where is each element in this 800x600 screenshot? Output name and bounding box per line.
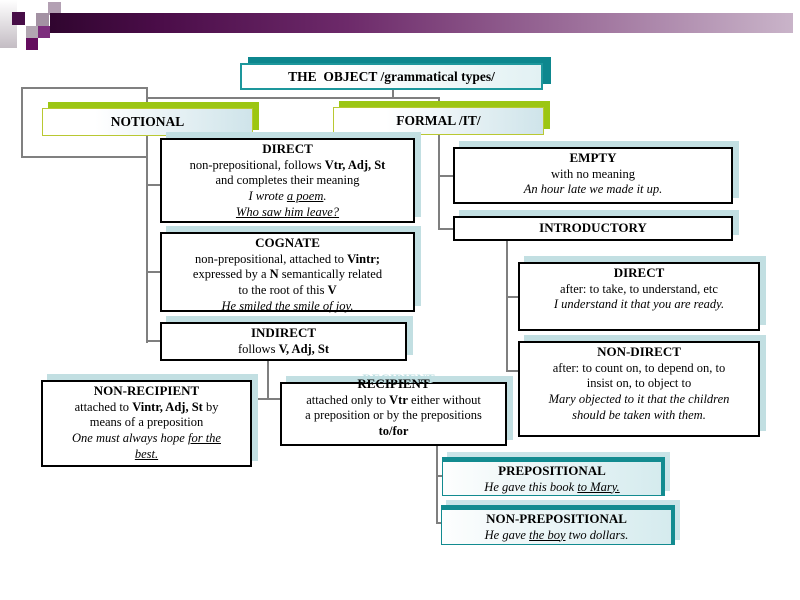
decor-square <box>36 13 49 26</box>
node-cognate-title: COGNATE <box>255 235 320 250</box>
connector-line <box>506 241 508 372</box>
node-non-recipient: NON-RECIPIENT attached to Vintr, Adj, St… <box>41 380 252 467</box>
decor-square <box>26 38 38 50</box>
node-indirect: INDIRECT follows V, Adj, St <box>160 322 407 361</box>
node-indirect-title: INDIRECT <box>250 325 316 340</box>
node-formal-it: FORMAL /IT/ <box>333 107 544 135</box>
decor-square <box>48 2 61 15</box>
connector-line <box>392 90 394 98</box>
connector-line <box>267 361 269 399</box>
connector-line <box>148 340 160 342</box>
connector-line <box>508 370 518 372</box>
connector-line <box>148 184 160 186</box>
node-notional: NOTIONAL <box>42 108 253 136</box>
node-introductory-title: INTRODUCTORY <box>539 220 647 235</box>
connector-line <box>148 271 160 273</box>
connector-line <box>146 97 440 99</box>
connector-line <box>438 99 440 108</box>
node-indirect-body: follows V, Adj, St <box>237 341 330 356</box>
node-non-recipient-title: NON-RECIPIENT <box>93 383 200 398</box>
node-direct-notional-title: DIRECT <box>262 141 313 156</box>
connector-line <box>146 99 148 343</box>
node-non-direct: NON-DIRECT after: to count on, to depend… <box>518 341 760 437</box>
decor-square <box>26 26 38 38</box>
connector-line <box>436 446 438 524</box>
node-non-prepositional: NON-PREPOSITIONAL He gave the boy two do… <box>441 505 675 545</box>
connector-line <box>508 296 518 298</box>
node-non-prepositional-body: He gave the boy two dollars. <box>484 527 629 542</box>
connector-line <box>438 135 440 230</box>
node-cognate-body: non-prepositional, attached to Vintr;exp… <box>192 251 383 314</box>
node-non-prepositional-title: NON-PREPOSITIONAL <box>486 511 627 526</box>
connector-line <box>438 475 444 477</box>
node-direct-formal: DIRECT after: to take, to understand, et… <box>518 262 760 331</box>
node-direct-notional: DIRECT non-prepositional, follows Vtr, A… <box>160 138 415 223</box>
node-cognate: COGNATE non-prepositional, attached to V… <box>160 232 415 313</box>
node-the-object-title: THE OBJECT /grammatical types/ <box>288 68 495 84</box>
node-formal-it-title: FORMAL /IT/ <box>396 113 481 129</box>
connector-line <box>440 175 453 177</box>
connector-line <box>440 228 453 230</box>
node-notional-title: NOTIONAL <box>110 114 185 130</box>
banner-gradient-bar <box>50 13 793 33</box>
node-prepositional-body: He gave this book to Mary. <box>484 479 620 494</box>
decor-square <box>12 12 25 25</box>
decor-square <box>38 26 50 38</box>
connector-line <box>252 398 280 400</box>
node-non-direct-title: NON-DIRECT <box>597 344 681 359</box>
node-empty-title: EMPTY <box>569 150 617 165</box>
node-the-object: THE OBJECT /grammatical types/ <box>240 63 543 90</box>
connector-line <box>438 522 443 524</box>
node-recipient-title: RECIPIENT <box>357 376 430 391</box>
node-recipient: RECIPIENT attached only to Vtr either wi… <box>280 376 507 446</box>
node-direct-formal-title: DIRECT <box>613 265 665 280</box>
node-introductory: INTRODUCTORY <box>453 216 733 241</box>
node-prepositional-title: PREPOSITIONAL <box>498 463 606 478</box>
node-prepositional: PREPOSITIONAL He gave this book to Mary. <box>442 457 665 496</box>
